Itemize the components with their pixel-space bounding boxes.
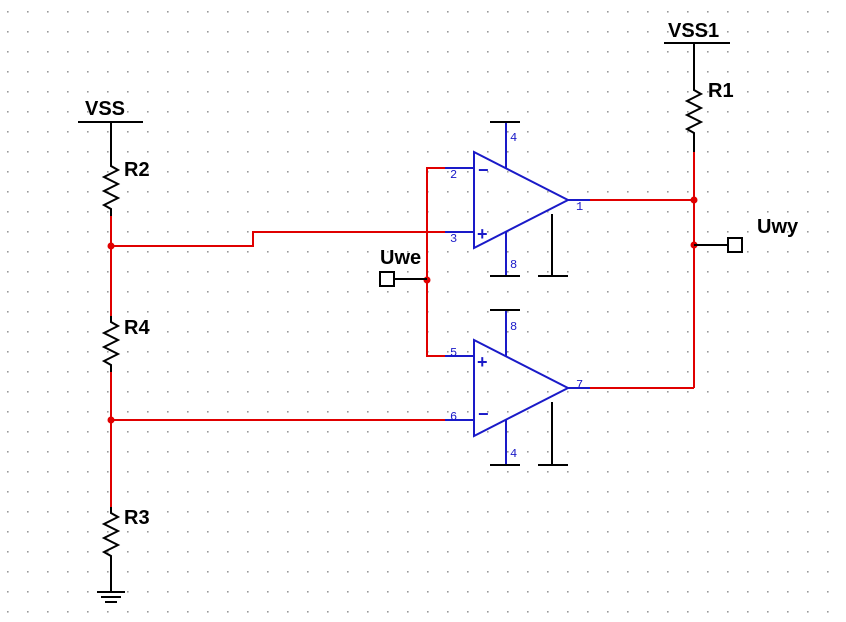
uwe-label: Uwe: [380, 247, 421, 269]
r4-label: R4: [124, 317, 150, 339]
opamp-top-pin2: 2: [450, 168, 457, 182]
resistor-r4: R4: [101, 316, 150, 372]
opamp-bottom-pin7: 7: [576, 378, 583, 392]
r3-label: R3: [124, 507, 150, 529]
vss1-supply: VSS1: [664, 20, 730, 84]
opamp-top-pin4: 4: [510, 131, 517, 145]
opamp-bottom-pin6: 6: [450, 410, 457, 424]
uwy-label: Uwy: [757, 216, 799, 238]
opamp-bottom-minus: −: [478, 404, 489, 424]
port-uwe[interactable]: Uwe: [379, 247, 427, 287]
resistor-r2: R2: [101, 159, 150, 216]
resistor-r3: R3: [101, 507, 150, 592]
opamp-bottom-pin8: 8: [510, 320, 517, 334]
ground-symbol: [97, 591, 125, 603]
opamp-top-minus: −: [478, 160, 489, 180]
opamp-top-pin8: 8: [510, 258, 517, 272]
opamp-top-plus: +: [477, 224, 488, 244]
vss1-label: VSS1: [668, 20, 719, 42]
opamp-bottom: + − 5 6 7 8 4: [445, 309, 590, 466]
opamp-top: − + 2 3 1 4 8: [445, 121, 590, 277]
junction-r4-r3: [107, 416, 115, 424]
port-uwy[interactable]: Uwy: [694, 216, 799, 253]
opamp-bottom-pin5: 5: [450, 346, 457, 360]
wires: [110, 152, 695, 507]
opamp-bottom-plus: +: [477, 352, 488, 372]
r1-label: R1: [708, 80, 734, 102]
opamp-top-pin3: 3: [450, 232, 457, 246]
opamp-top-pin1: 1: [576, 200, 583, 214]
junction-r1-out1: [690, 196, 698, 204]
vss-supply: VSS: [78, 98, 143, 160]
r2-label: R2: [124, 159, 150, 181]
vss-label: VSS: [85, 98, 125, 120]
junctions: [107, 196, 698, 424]
opamp-bottom-pin4: 4: [510, 447, 517, 461]
resistor-r1: R1: [684, 80, 734, 152]
junction-r2-r4: [107, 242, 115, 250]
